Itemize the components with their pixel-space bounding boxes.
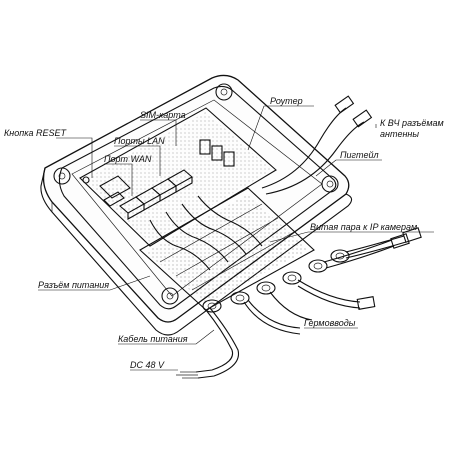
label-router: Роутер <box>270 96 303 106</box>
label-lan-ports: Порты LAN <box>114 136 165 146</box>
label-twisted-pair: Витая пара к IP камерам <box>310 222 417 232</box>
label-cable-glands: Гермовводы <box>304 318 356 328</box>
label-power-connector: Разъём питания <box>38 280 109 290</box>
pigtail-cables <box>261 95 373 195</box>
label-pigtail: Пигтейл <box>340 150 379 160</box>
label-wan-port: Порт WAN <box>104 154 152 164</box>
twisted-pair-cables <box>149 195 263 271</box>
label-hf-connector-line1: К ВЧ разъёмам <box>380 118 444 128</box>
cable-gland-1 <box>202 299 222 313</box>
corner-screw-left <box>53 167 71 185</box>
cable-gland-3 <box>256 281 276 295</box>
power-cable <box>176 307 240 379</box>
lan-ports <box>119 169 193 220</box>
cable-gland-5 <box>308 259 328 273</box>
label-sim-card: SIM-карта <box>140 110 186 120</box>
gland-cables-down <box>243 291 313 335</box>
corner-screw-right <box>321 175 339 193</box>
cable-gland-4 <box>282 271 302 285</box>
label-voltage: DC 48 V <box>130 360 165 370</box>
corner-screw-bottom <box>161 287 179 305</box>
sim-card-slot <box>99 175 131 199</box>
antenna-connectors <box>199 139 235 167</box>
cable-tray <box>139 187 315 311</box>
cable-gland-2 <box>230 291 250 305</box>
label-reset-button: Кнопка RESET <box>4 128 67 138</box>
outgoing-cables-right <box>297 227 422 310</box>
leader-lines <box>38 105 434 371</box>
label-hf-connector-line2: антенны <box>380 129 419 139</box>
router-board <box>79 107 277 247</box>
label-power-cable: Кабель питания <box>118 334 188 344</box>
corner-screw-top <box>215 83 233 101</box>
wan-port <box>103 191 125 207</box>
reset-button <box>82 176 90 184</box>
